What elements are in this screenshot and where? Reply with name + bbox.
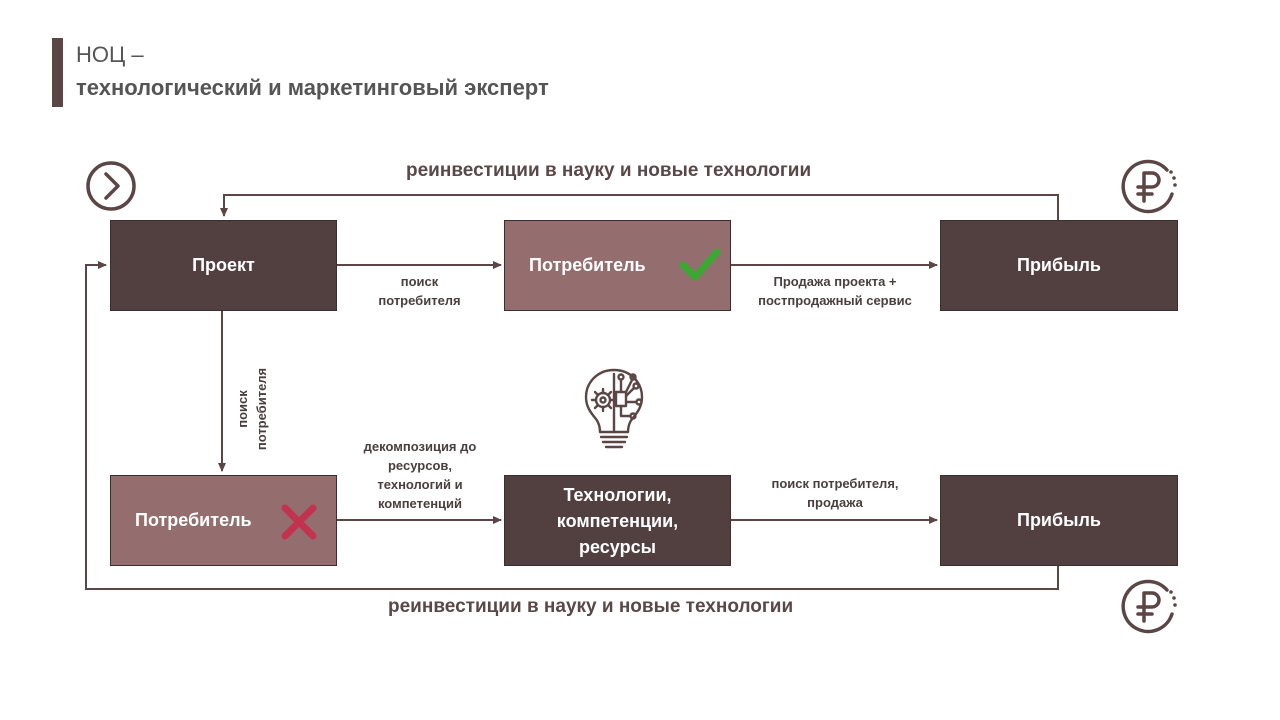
ruble-coin-icon [1121, 159, 1177, 214]
ruble-coin-icon [1121, 579, 1177, 634]
node-profit-top-label: Прибыль [1017, 255, 1101, 275]
top-loop-line [220, 194, 1059, 220]
checkmark-icon [679, 248, 721, 281]
edge-label-search-sale: поиск потребителя, продажа [771, 476, 899, 510]
node-project-label: Проект [192, 255, 255, 275]
top-loop-label: реинвестиции в науку и новые технологии [406, 160, 812, 181]
node-consumer-top: Потребитель [504, 220, 731, 311]
edge-label-sale: Продажа проекта + постпродажный сервис [758, 274, 912, 308]
edge-label-vertical-search: поиск потребителя [235, 367, 269, 451]
cross-icon [281, 504, 317, 540]
lightbulb-gear-circuit-icon [584, 368, 644, 449]
edge-label-decomposition: декомпозиция до ресурсов, технологий и к… [363, 439, 477, 511]
node-profit-bottom: Прибыль [940, 475, 1178, 566]
node-consumer-bottom: Потребитель [110, 475, 337, 566]
chevron-right-circle-icon [86, 161, 136, 211]
bottom-loop-label: реинвестиции в науку и новые технологии [388, 596, 794, 617]
page-title-line2: технологический и маркетинговый эксперт [76, 75, 549, 100]
node-tech-label: Технологии, компетенции, ресурсы [556, 484, 679, 557]
title-accent-bar [52, 38, 63, 107]
page-title-line1: НОЦ – [76, 42, 144, 67]
node-profit-top: Прибыль [940, 220, 1178, 311]
node-project: Проект [110, 220, 337, 311]
node-tech: Технологии, компетенции, ресурсы [504, 475, 731, 566]
node-consumer-top-label: Потребитель [529, 255, 646, 275]
node-profit-bottom-label: Прибыль [1017, 510, 1101, 530]
edge-label-search-consumer: поиск потребителя [378, 274, 461, 308]
bottom-loop-line [85, 261, 1059, 590]
node-consumer-bottom-label: Потребитель [135, 510, 252, 530]
